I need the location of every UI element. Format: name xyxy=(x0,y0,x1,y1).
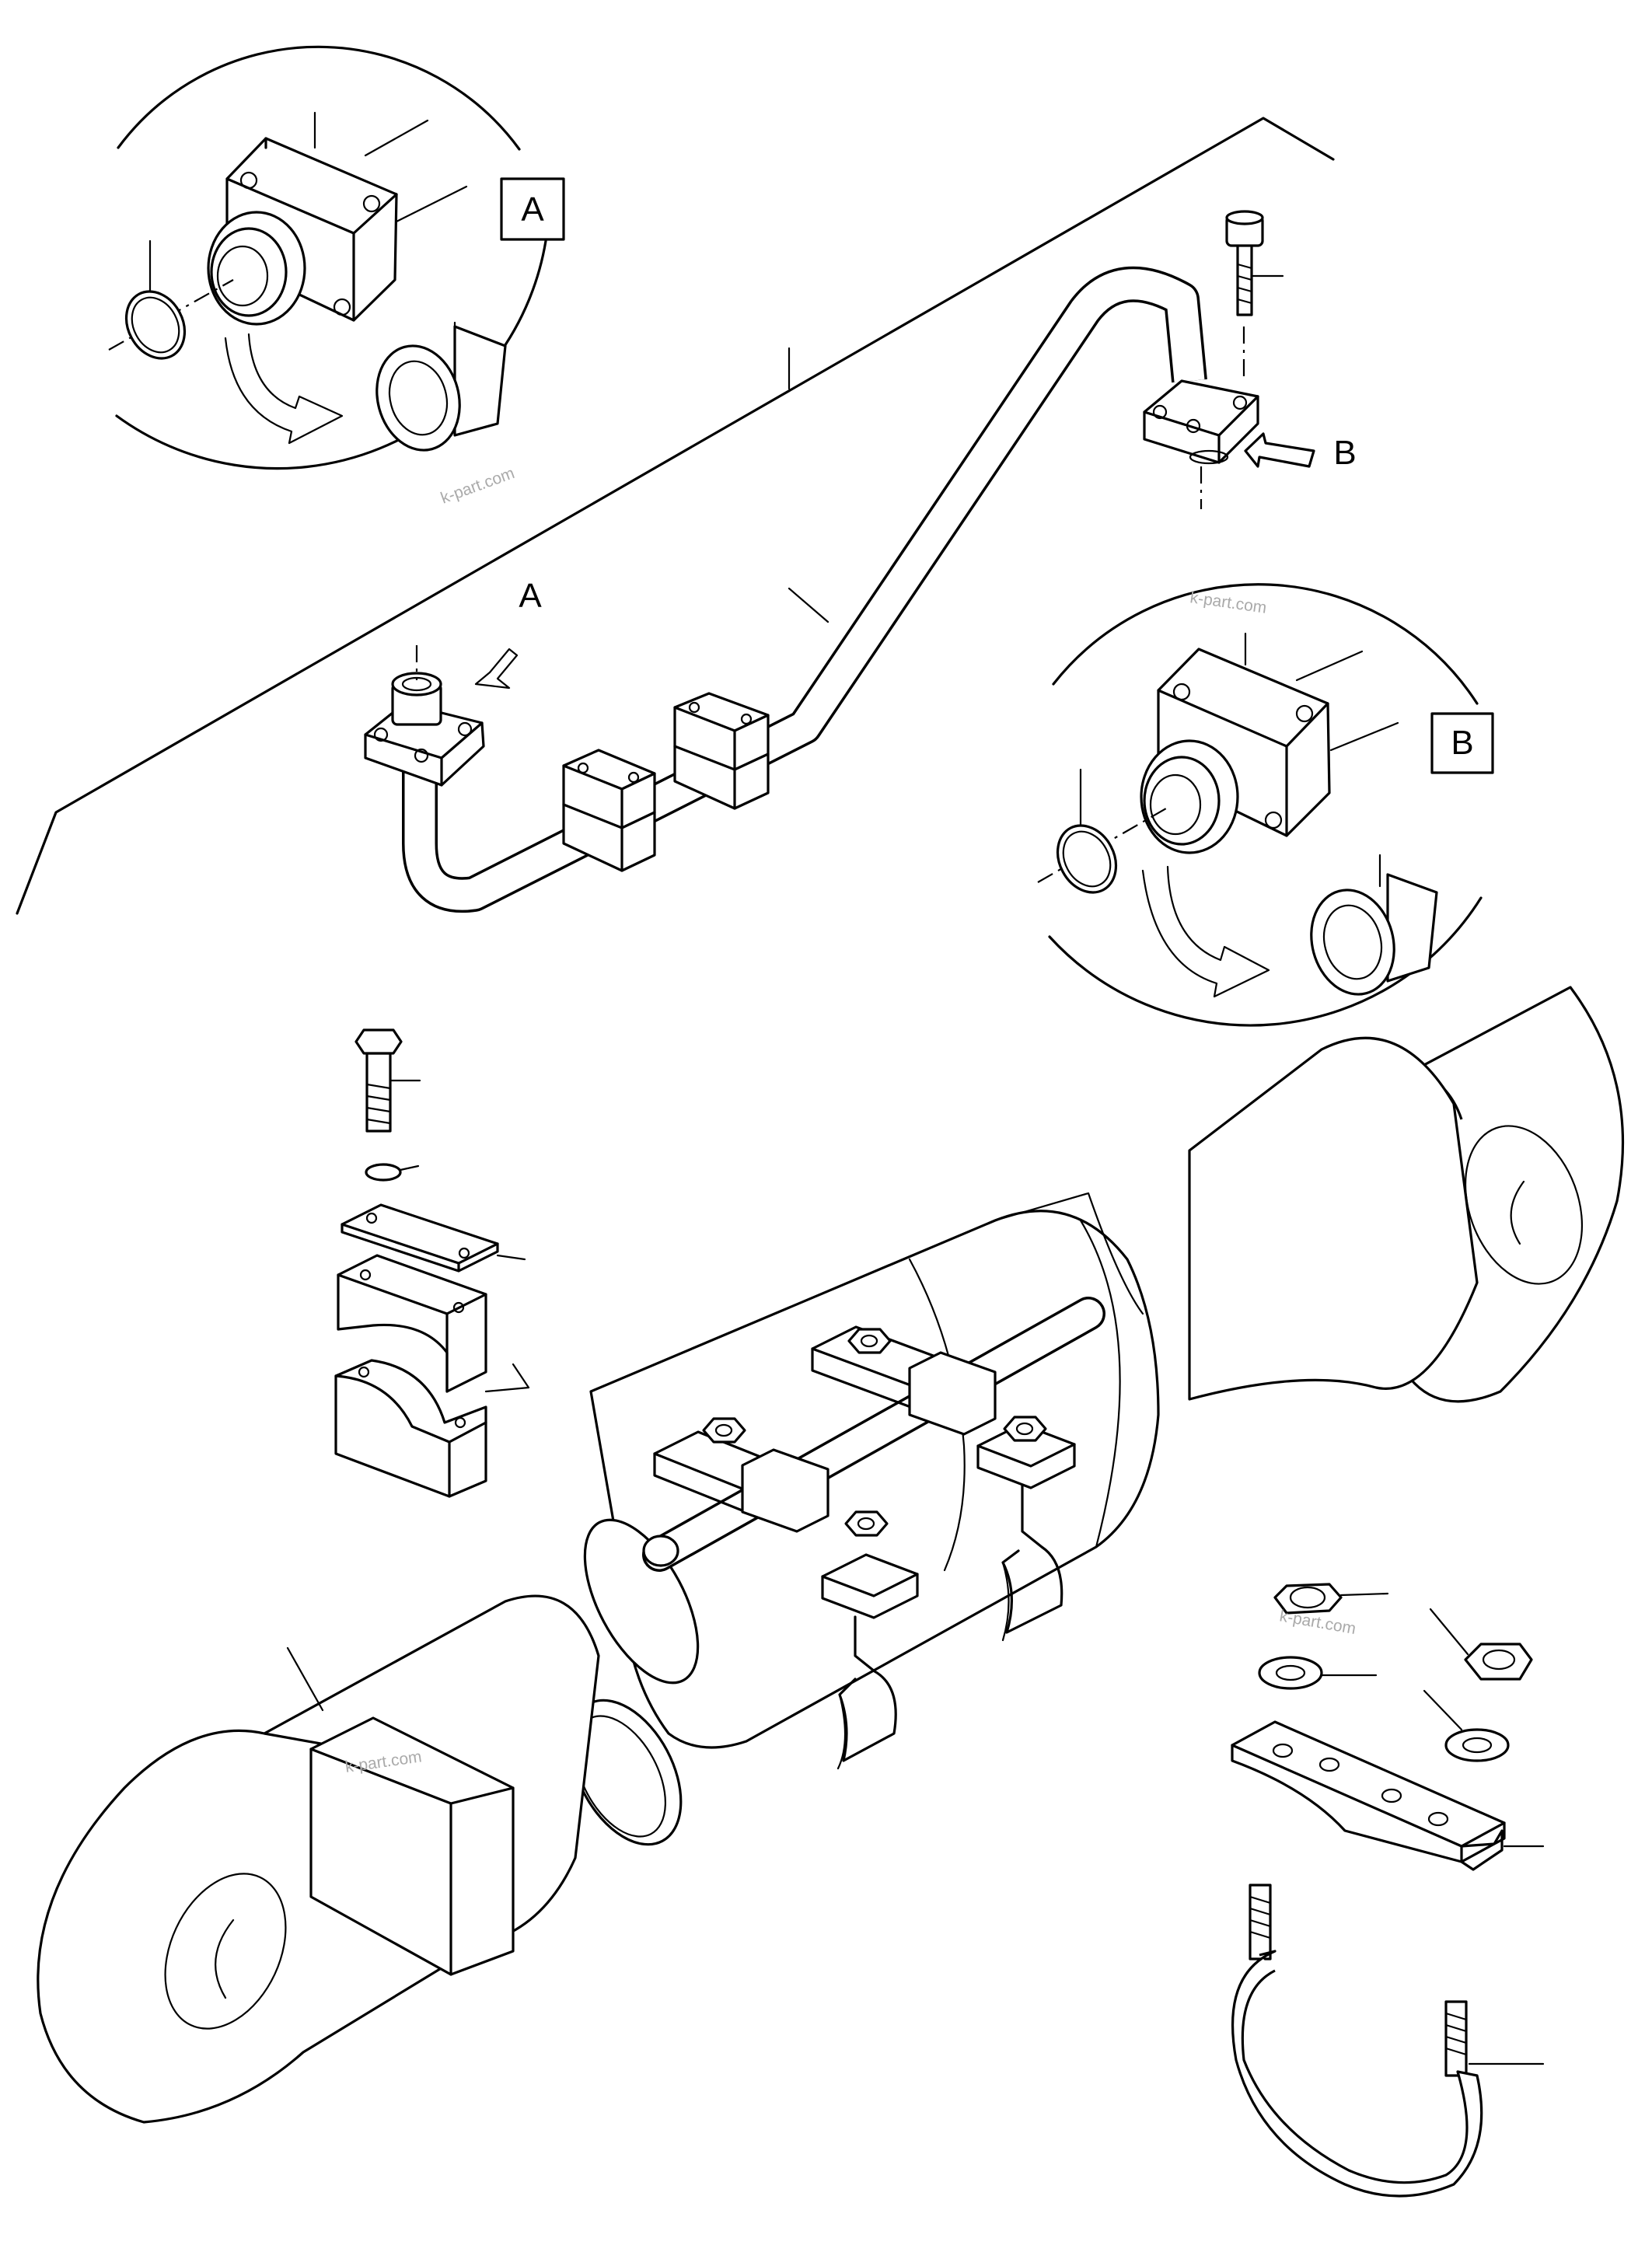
pipe-flange-a: A xyxy=(364,577,542,787)
hydraulic-pipe xyxy=(402,266,1207,913)
strap-clamp-exploded xyxy=(1231,1583,1545,2198)
detail-a: A xyxy=(108,45,565,470)
arrow-a-label: A xyxy=(519,577,542,615)
hydraulic-cylinder xyxy=(37,986,1625,2124)
cylinder-clamps xyxy=(642,1297,1105,1770)
detail-b: B xyxy=(1037,583,1494,1027)
detail-a-box-label: A xyxy=(521,190,544,229)
arrow-b-label: B xyxy=(1333,434,1356,472)
clamp-exploded xyxy=(334,1028,530,1498)
detail-b-box-label: B xyxy=(1451,724,1473,762)
pipe-flange-b: B xyxy=(1143,210,1357,509)
boom-outline xyxy=(16,117,1335,915)
watermark-2: k-part.com xyxy=(1189,588,1267,617)
pipe-clamps xyxy=(562,692,770,872)
watermark-1: k-part.com xyxy=(438,464,517,508)
